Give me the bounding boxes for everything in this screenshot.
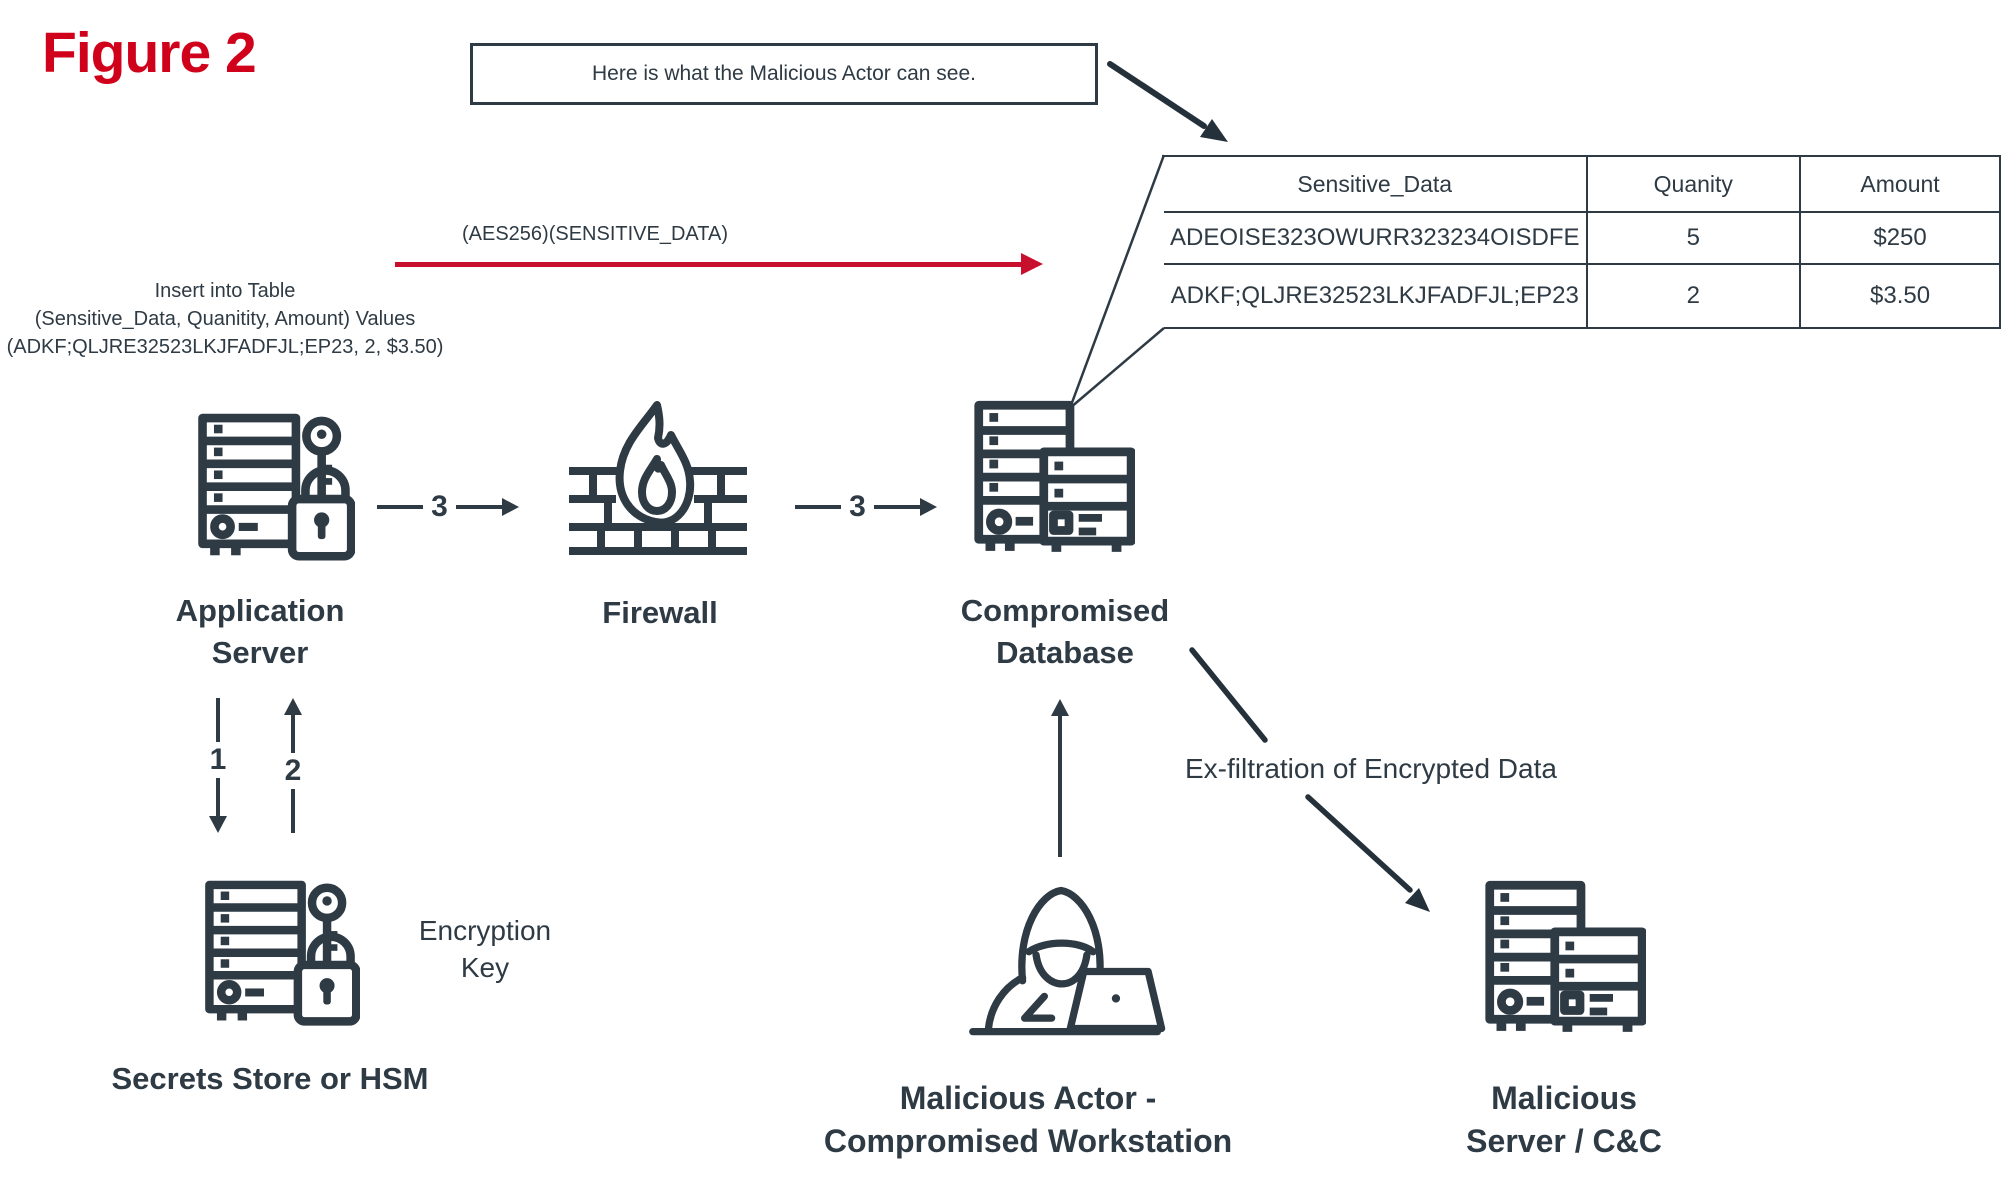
table-cell-ciphertext: ADEOISE323OWURR323234OISDFE xyxy=(1162,211,1588,265)
red-arrow-shaft xyxy=(395,261,1025,267)
insert-statement-line1: Insert into Table xyxy=(154,280,296,302)
encrypted-insert-arrow xyxy=(395,252,1043,276)
firewall-icon xyxy=(569,401,747,555)
malicious-actor-icon xyxy=(969,886,1166,1036)
malicious-server-label: Malicious Server / C&C xyxy=(1444,1077,1684,1163)
encryption-key-label-line1: Encryption xyxy=(418,915,552,946)
table-cell-quantity: 2 xyxy=(1585,263,1802,329)
step-label-1: 1 xyxy=(209,743,227,776)
table-row: ADEOISE323OWURR323234OISDFE 5 $250 xyxy=(1162,211,2001,265)
exfiltration-arrow-segment1 xyxy=(1189,647,1268,743)
callout-text: Here is what the Malicious Actor can see… xyxy=(591,62,976,85)
arrow-line xyxy=(216,778,220,816)
step-label-2: 2 xyxy=(284,754,302,787)
compromised-database-label-line1: Compromised xyxy=(960,593,1170,628)
encryption-key-label: Encryption Key xyxy=(390,912,580,986)
compromised-database-label-line2: Database xyxy=(996,635,1134,670)
insert-statement: Insert into Table (Sensitive_Data, Quani… xyxy=(5,277,445,361)
step-label-3: 3 xyxy=(431,490,448,523)
application-server-label-line1: Application xyxy=(175,593,345,628)
table-header-row: Sensitive_Data Quanity Amount xyxy=(1162,155,2001,213)
firewall-label: Firewall xyxy=(602,595,718,630)
application-server-icon xyxy=(198,413,355,561)
arrow-head xyxy=(502,498,519,516)
malicious-actor-label-line2: Compromised Workstation xyxy=(823,1123,1233,1159)
arrow-step3-firewall-to-db: 3 xyxy=(795,489,937,525)
arrow-head xyxy=(1051,699,1069,716)
arrow-line xyxy=(795,505,842,509)
step-label-3: 3 xyxy=(849,490,866,523)
malicious-actor-view-table: Sensitive_Data Quanity Amount ADEOISE323… xyxy=(1162,155,2001,329)
compromised-database-icon xyxy=(974,400,1135,552)
table-header-sensitive-data: Sensitive_Data xyxy=(1162,155,1588,213)
arrow-step3-app-to-firewall: 3 xyxy=(377,489,519,525)
malicious-server-icon xyxy=(1485,880,1646,1032)
arrow-line xyxy=(291,715,295,753)
red-arrow-head xyxy=(1021,253,1043,275)
arrow-line xyxy=(873,505,920,509)
speech-bubble-tail xyxy=(1068,154,1166,410)
arrow-line xyxy=(1058,716,1062,857)
table-header-amount: Amount xyxy=(1799,155,2001,213)
malicious-actor-label-line1: Malicious Actor - xyxy=(899,1080,1157,1116)
arrow-head xyxy=(920,498,937,516)
arrow-line xyxy=(216,698,220,742)
table-header-quantity: Quanity xyxy=(1585,155,1802,213)
arrow-head xyxy=(209,816,227,833)
secrets-store-label: Secrets Store or HSM xyxy=(111,1061,429,1096)
arrow-line xyxy=(455,505,502,509)
callout-to-table-arrow xyxy=(1107,61,1228,142)
arrow-actor-to-db xyxy=(1049,699,1071,859)
table-cell-amount: $250 xyxy=(1799,211,2001,265)
malicious-server-label-line1: Malicious xyxy=(1491,1080,1637,1116)
table-cell-ciphertext: ADKF;QLJRE32523LKJFADFJL;EP23 xyxy=(1162,263,1588,329)
arrow-line xyxy=(377,505,424,509)
insert-statement-line3: (ADKF;QLJRE32523LKJFADFJL;EP23, 2, $3.50… xyxy=(6,336,444,358)
application-server-label: Application Server xyxy=(125,590,395,674)
figure-title: Figure 2 xyxy=(42,21,257,85)
arrow-line xyxy=(291,789,295,833)
malicious-server-label-line2: Server / C&C xyxy=(1466,1123,1662,1159)
secrets-store-icon xyxy=(205,880,360,1026)
table-cell-amount: $3.50 xyxy=(1799,263,2001,329)
table-row: ADKF;QLJRE32523LKJFADFJL;EP23 2 $3.50 xyxy=(1162,263,2001,329)
arrow-step2-secrets-to-app: 2 xyxy=(273,698,313,838)
encryption-key-label-line2: Key xyxy=(460,952,510,983)
exfiltration-arrow-segment2 xyxy=(1305,794,1430,912)
compromised-database-label: Compromised Database xyxy=(930,590,1200,674)
insert-statement-line2: (Sensitive_Data, Quanitity, Amount) Valu… xyxy=(34,308,416,330)
arrow-head xyxy=(284,698,302,715)
arrow-step1-app-to-secrets: 1 xyxy=(198,698,238,838)
aes-payload-label: (AES256)(SENSITIVE_DATA) xyxy=(462,223,728,245)
table-cell-quantity: 5 xyxy=(1585,211,1802,265)
callout-box: Here is what the Malicious Actor can see… xyxy=(470,43,1098,105)
exfiltration-label: Ex-filtration of Encrypted Data xyxy=(1185,753,1557,784)
application-server-label-line2: Server xyxy=(211,635,309,670)
malicious-actor-label: Malicious Actor - Compromised Workstatio… xyxy=(818,1077,1238,1163)
